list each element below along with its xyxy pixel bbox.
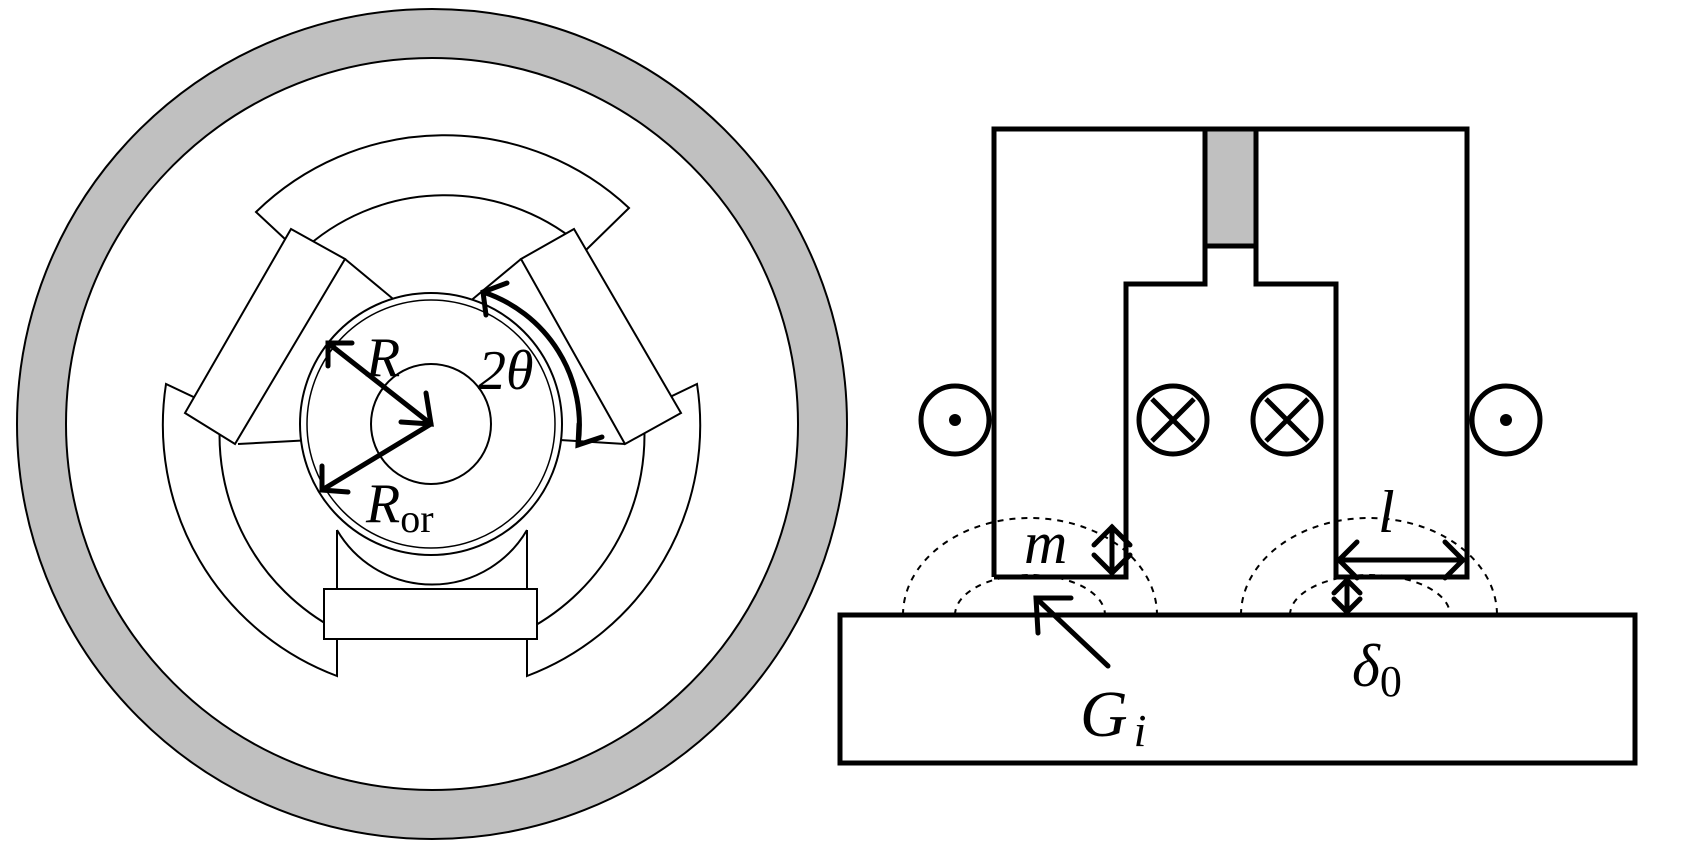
current-cross-right-icon (1250, 383, 1324, 457)
label-m: m (1024, 510, 1067, 576)
label-Ror-sub: or (400, 496, 433, 541)
l-arrow-head-left (1335, 539, 1360, 581)
fringe-flux-lines (902, 517, 1498, 616)
G-arrow-head (1033, 595, 1074, 636)
pole-upper-right (519, 227, 683, 446)
stator-sector-top (254, 134, 631, 255)
theta-arrow-head-bottom (575, 421, 605, 449)
pole-pieces (183, 227, 683, 642)
left-cross-section-diagram: R Ror 2θ (16, 8, 848, 840)
pole-upper-left (183, 227, 347, 446)
dimension-arrows (1033, 523, 1467, 669)
core-gap-insert (1202, 126, 1259, 249)
l-arrow-head-right (1442, 539, 1467, 581)
R-arrow-head-outer (325, 340, 355, 369)
R-arrow-line (325, 340, 434, 427)
m-arrow-head-top (1091, 523, 1133, 548)
label-2theta: 2θ (478, 340, 534, 402)
Ror-arrow-line (319, 421, 434, 493)
base-rail (837, 612, 1638, 766)
label-delta: δ (1352, 633, 1381, 699)
magnetic-core (991, 126, 1470, 580)
G-arrow-line (1033, 595, 1111, 669)
label-R: R (365, 327, 400, 389)
theta-arc-arrow (480, 289, 582, 448)
stator-sector-left (161, 382, 338, 678)
stator-sector-right (526, 382, 702, 678)
label-theta-coef: 2 (478, 340, 506, 402)
label-delta-sub: 0 (1380, 657, 1402, 706)
label-Ror: Ror (365, 473, 434, 541)
label-G: G (1080, 678, 1128, 751)
delta-arrow-head-bottom (1331, 596, 1363, 616)
label-l: l (1378, 479, 1395, 545)
m-arrow-head-bottom (1091, 552, 1133, 577)
current-cross-left-icon (1136, 383, 1210, 457)
stator-sectors (161, 134, 702, 678)
delta-arrow-head-top (1331, 576, 1363, 596)
label-Ror-main: R (365, 473, 400, 535)
label-G-sub: i (1134, 705, 1147, 756)
label-delta0: δ0 (1352, 633, 1402, 706)
pole-bottom-shoe (323, 588, 538, 640)
label-theta: θ (506, 340, 534, 402)
theta-arrow-head-top (480, 280, 510, 318)
current-dot-left-icon (918, 383, 992, 457)
Ror-arrow-head-outer (319, 463, 351, 495)
left-labels: R Ror 2θ (365, 327, 534, 541)
radius-arrows (319, 280, 605, 495)
current-dot-right-icon (1469, 383, 1543, 457)
current-symbols (918, 383, 1543, 457)
